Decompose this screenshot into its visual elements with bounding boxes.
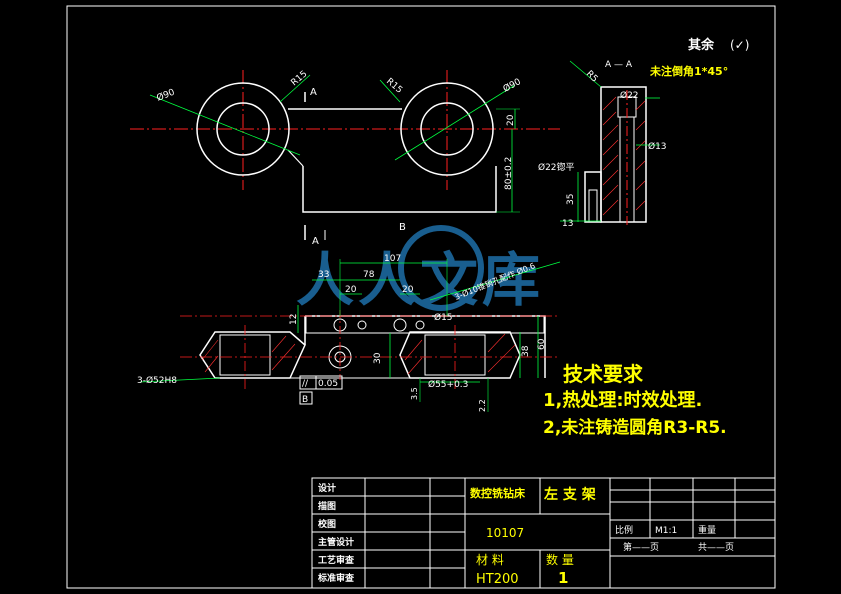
tb-sheet-total: 共——页 xyxy=(698,542,734,553)
tech-req-item-2: 2,未注铸造圆角R3-R5. xyxy=(543,417,727,438)
tb-design-label: 设计 xyxy=(318,482,336,494)
tb-scale-value: M1:1 xyxy=(655,526,677,536)
technical-requirements: 技术要求 1,热处理:时效处理. 2,未注铸造圆角R3-R5. xyxy=(543,362,727,438)
tb-material-value: HT200 xyxy=(476,572,519,587)
front-dim-22: 2.2 xyxy=(478,399,487,412)
front-dim-20a: 20 xyxy=(345,285,357,295)
tb-scale-label: 比例 xyxy=(615,524,633,536)
section-label: A — A xyxy=(605,60,633,70)
front-dim-35: 3.5 xyxy=(410,387,419,400)
top-dim-80: 80±0.2 xyxy=(504,157,514,190)
tb-standard-label: 标准审查 xyxy=(317,572,355,584)
front-dim-12: 12 xyxy=(289,314,299,325)
front-phi15: Ø15 xyxy=(434,312,453,323)
pin-hole-4 xyxy=(415,320,425,330)
pin-hole-3 xyxy=(393,318,407,332)
section-chamfer-note: 未注倒角1*45° xyxy=(649,64,728,78)
tech-req-title: 技术要求 xyxy=(563,362,644,386)
tb-material-label: 材 料 xyxy=(476,553,504,567)
front-dim-33: 33 xyxy=(318,270,329,280)
front-bore-right: Ø55+0.3 xyxy=(428,379,468,390)
corner-roughness-symbol: (✓) xyxy=(730,38,749,52)
tb-qty-value: 1 xyxy=(558,569,568,587)
top-phi90-right: Ø90 xyxy=(501,76,523,95)
top-view: Ø90 R15 R15 Ø90 A A 20 80±0.2 B xyxy=(130,69,560,247)
section-dim-13: 13 xyxy=(562,219,573,229)
tb-sheet-number: 第——页 xyxy=(623,541,659,553)
top-section-a-bottom: A xyxy=(312,236,319,247)
pin-hole-2 xyxy=(357,320,367,330)
front-dim-30: 30 xyxy=(373,352,383,364)
section-phi22-spotface: Ø22锪平 xyxy=(538,161,575,173)
top-r15-left: R15 xyxy=(290,69,310,88)
section-dim-35: 35 xyxy=(566,194,576,205)
front-datum-b: B xyxy=(302,395,308,405)
front-parallel-symbol: // xyxy=(302,379,309,389)
title-block-text: 设计 描图 校图 主管设计 工艺审查 标准审查 数控铣钻床 左 支 架 1010… xyxy=(317,482,734,587)
tb-machine-name: 数控铣钻床 xyxy=(470,486,526,500)
top-section-a-top: A xyxy=(310,87,317,98)
tb-draw-label: 描图 xyxy=(318,500,336,512)
front-dim-60: 60 xyxy=(537,338,547,350)
tb-part-name: 左 支 架 xyxy=(543,486,596,503)
front-bore-left: 3-Ø52H8 xyxy=(137,375,177,386)
section-phi13: Ø13 xyxy=(648,141,667,152)
front-dim-20b: 20 xyxy=(402,285,414,295)
tech-req-item-1: 1,热处理:时效处理. xyxy=(543,389,702,411)
top-dim-20: 20 xyxy=(506,114,516,126)
section-r5: R5 xyxy=(584,69,600,85)
top-r15-right: R15 xyxy=(384,77,404,96)
front-dim-78: 78 xyxy=(363,270,375,280)
title-block xyxy=(311,477,776,589)
tb-qty-label: 数 量 xyxy=(546,552,574,567)
tb-weight-label: 重量 xyxy=(698,524,716,536)
tb-drawing-number: 10107 xyxy=(486,526,524,540)
top-datum-b: B xyxy=(399,222,406,233)
front-dim-38: 38 xyxy=(521,345,531,357)
front-dim-107: 107 xyxy=(384,254,401,264)
tb-check-label: 校图 xyxy=(318,518,336,530)
section-phi22: Ø22 xyxy=(620,90,639,101)
section-view-a-a: A — A 未注倒角1*45° R5 Ø22 Ø13 Ø22锪平 35 13 xyxy=(538,60,728,229)
tb-process-label: 工艺审查 xyxy=(318,554,355,566)
front-parallel-value: 0.05 xyxy=(318,379,338,389)
tb-chief-label: 主管设计 xyxy=(318,536,354,548)
corner-roughness-prefix: 其余 xyxy=(688,37,715,53)
